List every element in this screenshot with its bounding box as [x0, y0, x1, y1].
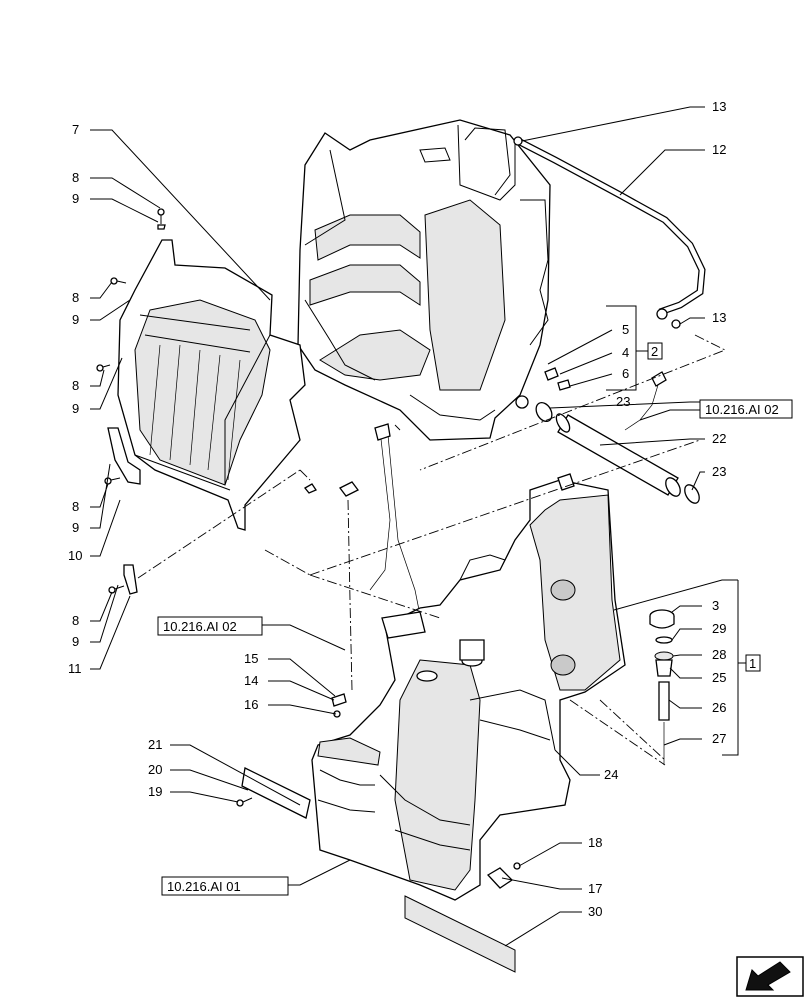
callout-23: 23 [712, 464, 726, 479]
callout-23: 23 [616, 394, 630, 409]
callout-19: 19 [148, 784, 162, 799]
callout-8: 8 [72, 170, 79, 185]
callout-9: 9 [72, 401, 79, 416]
svg-text:10.216.AI 02: 10.216.AI 02 [163, 619, 237, 634]
callout-28: 28 [712, 647, 726, 662]
callout-3: 3 [712, 598, 719, 613]
svg-text:1: 1 [749, 656, 756, 671]
mounting-bracket-11 [123, 564, 138, 595]
callout-24: 24 [604, 767, 618, 782]
callout-8: 8 [72, 499, 79, 514]
callout-8: 8 [72, 378, 79, 393]
callout-12: 12 [712, 142, 726, 157]
callout-16: 16 [244, 697, 258, 712]
callout-30: 30 [588, 904, 602, 919]
fuel-tank [311, 473, 626, 901]
callout-20: 20 [148, 762, 162, 777]
callout-25: 25 [712, 670, 726, 685]
callout-9: 9 [72, 634, 79, 649]
callout-13: 13 [712, 310, 726, 325]
callout-5: 5 [622, 322, 629, 337]
leader-lines [90, 106, 746, 947]
callout-9: 9 [72, 520, 79, 535]
bolt-hardware [96, 208, 560, 870]
callout-9: 9 [72, 191, 79, 206]
reference-box-left[interactable]: 10.216.AI 02 [157, 616, 263, 636]
callout-4: 4 [622, 345, 629, 360]
mounting-bracket-10 [107, 427, 141, 485]
boxed-callout-2: 2 [647, 342, 663, 360]
svg-text:10.216.AI 01: 10.216.AI 01 [167, 879, 241, 894]
connector-parts [544, 367, 571, 391]
tank-strap-bracket [241, 767, 311, 819]
tank-support-housing [297, 119, 551, 441]
svg-text:10.216.AI 02: 10.216.AI 02 [705, 402, 779, 417]
retaining-plate [486, 867, 514, 889]
callout-labels: 7 8 9 8 9 8 9 8 9 10 8 9 11 13 12 13 5 4… [68, 99, 726, 919]
callout-14: 14 [244, 673, 258, 688]
callout-18: 18 [588, 835, 602, 850]
callout-26: 26 [712, 700, 726, 715]
callout-6: 6 [622, 366, 629, 381]
alignment-lines [137, 334, 727, 766]
filler-tube [535, 402, 700, 504]
reference-box-bottom[interactable]: 10.216.AI 01 [161, 876, 289, 896]
reference-box-right[interactable]: 10.216.AI 02 [699, 399, 793, 419]
callout-13: 13 [712, 99, 726, 114]
callout-7: 7 [72, 122, 79, 137]
callout-22: 22 [712, 431, 726, 446]
tank-pad [404, 895, 516, 973]
callout-8: 8 [72, 613, 79, 628]
callout-29: 29 [712, 621, 726, 636]
callout-9: 9 [72, 312, 79, 327]
forward-arrow-icon[interactable] [736, 956, 804, 997]
callout-15: 15 [244, 651, 258, 666]
sender-unit-wiring [304, 371, 667, 691]
callout-11: 11 [68, 661, 82, 676]
callout-8: 8 [72, 290, 79, 305]
callout-17: 17 [588, 881, 602, 896]
svg-text:2: 2 [651, 344, 658, 359]
fitting-bracket [331, 693, 347, 707]
boxed-callout-1: 1 [745, 654, 761, 672]
callout-10: 10 [68, 548, 82, 563]
filler-cap-assembly [649, 609, 675, 765]
callout-21: 21 [148, 737, 162, 752]
callout-27: 27 [712, 731, 726, 746]
side-shield-panel [117, 239, 306, 531]
